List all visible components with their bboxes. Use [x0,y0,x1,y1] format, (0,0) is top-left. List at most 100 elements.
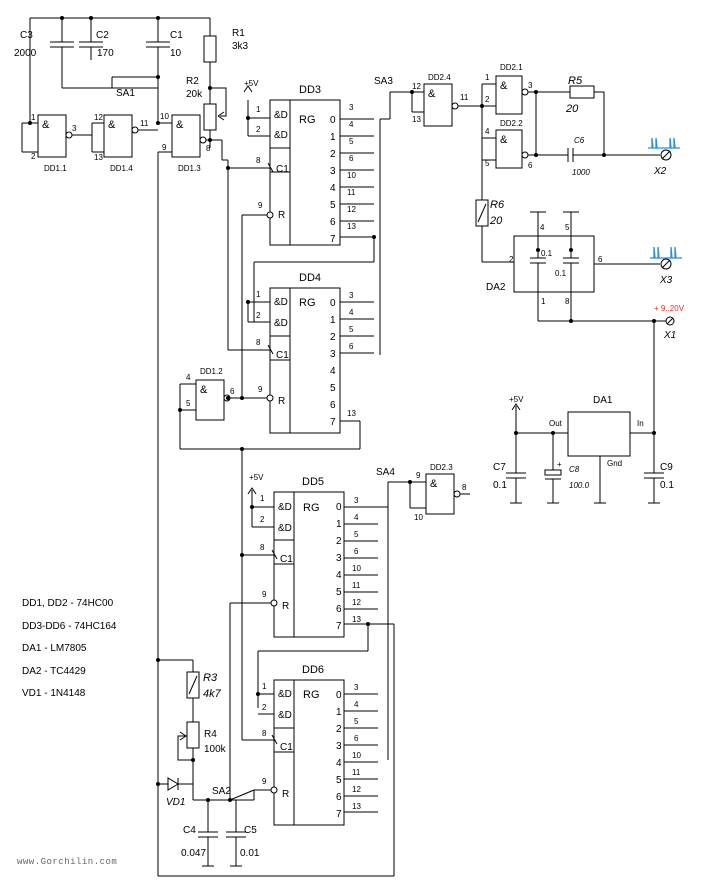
svg-text:RG: RG [299,114,316,126]
svg-text:+5V: +5V [509,395,524,404]
r1-value: 3k3 [232,41,249,52]
legend-line-1: DD1, DD2 - 74HC00 [22,598,114,609]
r1-label: R1 [232,28,245,39]
dd3-outputs: 0 1 2 3 4 5 6 7 [330,115,336,245]
svg-text:8: 8 [462,483,467,492]
svg-text:+: + [557,460,562,469]
svg-text:RG: RG [299,297,316,309]
svg-text:5: 5 [565,223,570,232]
svg-text:5: 5 [186,399,191,408]
svg-text:4: 4 [540,223,545,232]
svg-text:1: 1 [31,113,36,122]
svg-text:2: 2 [485,95,490,104]
dd4-label: DD4 [299,272,321,284]
svg-text:+5V: +5V [249,473,264,482]
svg-text:9: 9 [262,777,267,786]
svg-text:8: 8 [262,729,267,738]
svg-text:12: 12 [352,785,361,794]
svg-text:4: 4 [330,183,336,194]
svg-text:&: & [428,88,436,100]
watermark: www.Gorchilin.com [17,857,118,867]
dd6-label: DD6 [302,664,324,676]
svg-text:0.1: 0.1 [541,249,553,258]
svg-text:0: 0 [330,298,336,309]
svg-text:3: 3 [528,81,533,90]
sa4-and-dd23: SA4 & 9 10 8 DD2.3 [376,463,470,760]
register-dd5: DD5 RG &D &D C1 R 0 1 2 3 4 5 6 7 3 4 5 … [229,447,388,800]
svg-text:&D: &D [274,318,288,329]
r2-value: 20k [186,89,203,100]
svg-text:11: 11 [352,768,361,777]
legend-line-2: DD3-DD6 - 74HC164 [22,621,117,632]
supply-vin-label: + 9..20V [654,304,685,313]
svg-text:1: 1 [336,707,342,718]
r4-value: 100k [204,744,227,755]
svg-text:6: 6 [336,604,342,615]
svg-text:3: 3 [336,741,342,752]
da1-label: DA1 [593,395,613,406]
dd3-label: DD3 [299,84,321,96]
svg-text:6: 6 [528,161,533,170]
gate-dd12-label: DD1.2 [200,367,223,376]
svg-text:C1: C1 [280,742,293,753]
svg-text:4: 4 [485,127,490,136]
svg-text:9: 9 [416,471,421,480]
c8-value: 100.0 [569,481,590,490]
svg-text:3: 3 [349,291,354,300]
svg-text:8: 8 [206,144,211,153]
svg-text:5: 5 [485,159,490,168]
gate-dd22-label: DD2.2 [500,119,523,128]
svg-text:6: 6 [598,255,603,264]
svg-text:8: 8 [260,543,265,552]
svg-text:&: & [108,119,116,131]
svg-text:&: & [430,478,438,490]
driver-da2: R6 20 4 5 0.1 0.1 2 6 1 8 DA2 X3 [475,160,685,341]
svg-text:4: 4 [349,120,354,129]
gate-dd23-label: DD2.3 [430,463,453,472]
c2-value: 170 [97,48,114,59]
pulse-icon-x3 [650,246,682,259]
r3-value: 4k7 [203,688,222,700]
svg-text:8: 8 [256,156,261,165]
gate-dd12: & 4 5 6 DD1.2 [178,367,242,421]
svg-text:2: 2 [256,125,261,134]
reset-timer: R3 4k7 R4 100k VD1 SA2 C4 0.047 [156,623,395,877]
svg-text:11: 11 [140,119,149,128]
legend-line-3: DA1 - LM7805 [22,643,87,654]
svg-text:9: 9 [162,143,167,152]
svg-text:10: 10 [352,564,361,573]
gate-dd14-label: DD1.4 [110,164,133,173]
svg-text:2: 2 [262,703,267,712]
x2-label: X2 [653,166,667,177]
svg-text:4: 4 [354,700,359,709]
gate-and-symbol: & [42,119,50,131]
svg-text:1: 1 [262,682,267,691]
svg-text:1: 1 [256,290,261,299]
svg-text:0.1: 0.1 [555,269,567,278]
svg-text:3: 3 [72,124,77,133]
svg-text:RG: RG [303,689,320,701]
svg-text:1: 1 [330,315,336,326]
c6-value: 1000 [572,168,590,177]
svg-text:&D: &D [274,110,288,121]
svg-text:8: 8 [256,338,261,347]
svg-text:&D: &D [278,689,292,700]
svg-text:10: 10 [414,513,423,522]
svg-text:R: R [282,789,289,800]
c3-label: C3 [20,30,33,41]
svg-text:&D: &D [274,297,288,308]
svg-text:3: 3 [330,166,336,177]
svg-text:4: 4 [336,758,342,769]
svg-text:2: 2 [336,724,342,735]
svg-text:4: 4 [336,570,342,581]
svg-text:1: 1 [330,132,336,143]
svg-text:3: 3 [354,496,359,505]
c5-value: 0.01 [240,848,260,859]
svg-text:5: 5 [349,325,354,334]
r3-label: R3 [203,672,218,684]
svg-text:12: 12 [347,205,356,214]
gate-dd21-label: DD2.1 [500,63,523,72]
svg-text:5: 5 [336,587,342,598]
svg-text:C1: C1 [280,554,293,565]
c8-label: C8 [569,465,580,474]
